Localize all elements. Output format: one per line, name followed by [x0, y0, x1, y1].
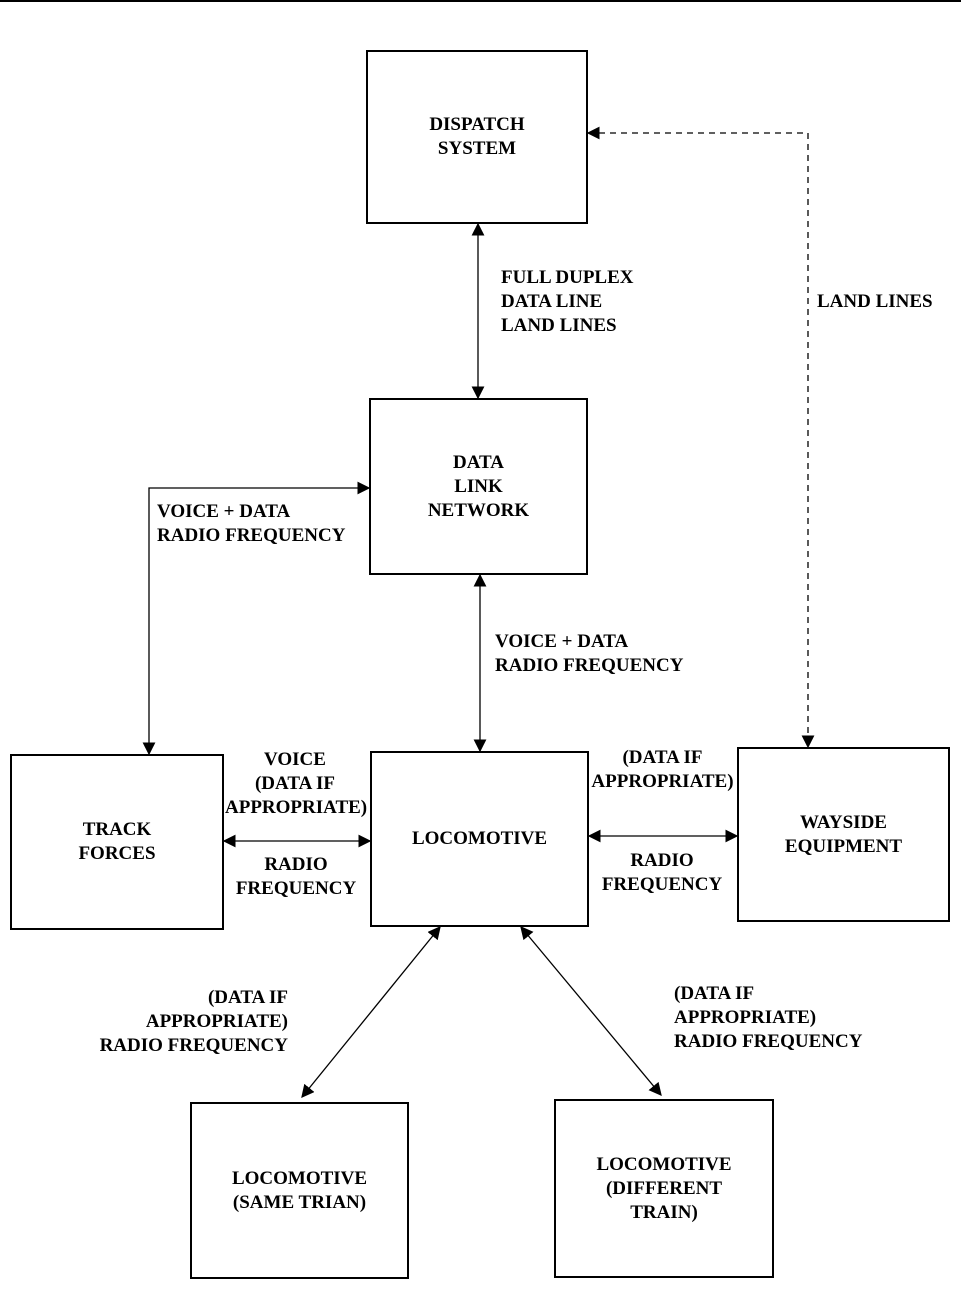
label-line: RADIO — [630, 850, 694, 871]
label-line: RADIO FREQUENCY — [674, 1031, 863, 1052]
label-line: LAND LINES — [817, 291, 933, 312]
node-text: (DIFFERENT — [605, 1177, 723, 1199]
locomotive-same-train-box: LOCOMOTIVE (SAME TRIAN) — [190, 1102, 409, 1279]
voice-data-if-label: VOICE (DATA IF APPROPRIATE) — [225, 748, 368, 820]
label-line: APPROPRIATE) — [674, 1007, 817, 1028]
radio-frequency-left-label: RADIO FREQUENCY — [226, 853, 366, 901]
data-if-bottom-right-label: (DATA IF APPROPRIATE) RADIO FREQUENCY — [674, 982, 862, 1054]
node-text: LOCOMOTIVE — [411, 828, 548, 849]
label-line: (DATA IF — [254, 773, 336, 794]
node-text: WAYSIDE — [800, 811, 887, 833]
label-line: FREQUENCY — [235, 878, 357, 899]
full-duplex-label: FULL DUPLEX DATA LINE LAND LINES — [501, 266, 634, 338]
land-lines-dashed-arrow — [586, 126, 815, 749]
land-lines-label: LAND LINES — [817, 290, 933, 314]
data-link-network-box: DATA LINK NETWORK — [369, 398, 588, 575]
label-line: RADIO FREQUENCY — [495, 655, 684, 676]
voice-data-left-label: VOICE + DATA RADIO FREQUENCY — [157, 500, 345, 548]
label-line: APPROPRIATE) — [591, 771, 734, 792]
label-line: LAND LINES — [501, 315, 617, 336]
track-forces-box: TRACK FORCES — [10, 754, 224, 930]
node-text: SYSTEM — [437, 138, 517, 159]
label-line: RADIO FREQUENCY — [157, 525, 346, 546]
node-text: LOCOMOTIVE — [231, 1167, 368, 1189]
data-if-right-label: (DATA IF APPROPRIATE) — [590, 746, 735, 794]
node-text: FORCES — [78, 843, 156, 864]
label-line: VOICE + DATA — [157, 501, 291, 522]
node-text: LINK — [454, 475, 503, 497]
locomotive-different-train-box: LOCOMOTIVE (DIFFERENT TRAIN) — [554, 1099, 774, 1278]
voice-data-center-label: VOICE + DATA RADIO FREQUENCY — [495, 630, 683, 678]
dispatch-system-box: DISPATCH SYSTEM — [366, 50, 588, 224]
label-line: VOICE — [264, 749, 326, 770]
label-line: (DATA IF — [674, 983, 755, 1004]
label-line: DATA LINE — [501, 291, 603, 312]
label-line: VOICE + DATA — [495, 631, 629, 652]
node-text: LOCOMOTIVE — [596, 1153, 732, 1175]
wayside-equipment-box: WAYSIDE EQUIPMENT — [737, 747, 950, 922]
node-text: EQUIPMENT — [784, 835, 903, 857]
label-line: FULL DUPLEX — [501, 267, 634, 288]
datalink-trackforces-arrow — [142, 481, 371, 756]
node-text: TRAIN) — [630, 1201, 698, 1223]
data-if-bottom-left-label: (DATA IF APPROPRIATE) RADIO FREQUENCY — [88, 986, 288, 1058]
label-line: FREQUENCY — [601, 874, 723, 895]
node-text: NETWORK — [427, 499, 530, 521]
radio-frequency-right-label: RADIO FREQUENCY — [592, 849, 732, 897]
node-text: (SAME TRIAN) — [232, 1191, 367, 1213]
locomotive-different-train-arrow — [520, 926, 662, 1096]
label-line: RADIO FREQUENCY — [99, 1035, 288, 1056]
node-text: DISPATCH — [429, 114, 525, 135]
node-text: DATA — [452, 451, 505, 473]
locomotive-box: LOCOMOTIVE — [370, 751, 589, 927]
label-line: APPROPRIATE) — [225, 797, 368, 818]
label-line: (DATA IF — [207, 987, 288, 1008]
label-line: (DATA IF — [622, 747, 703, 768]
locomotive-same-train-arrow — [301, 925, 441, 1099]
node-text: TRACK — [82, 819, 152, 840]
label-line: RADIO — [264, 854, 328, 875]
label-line: APPROPRIATE) — [145, 1011, 288, 1032]
